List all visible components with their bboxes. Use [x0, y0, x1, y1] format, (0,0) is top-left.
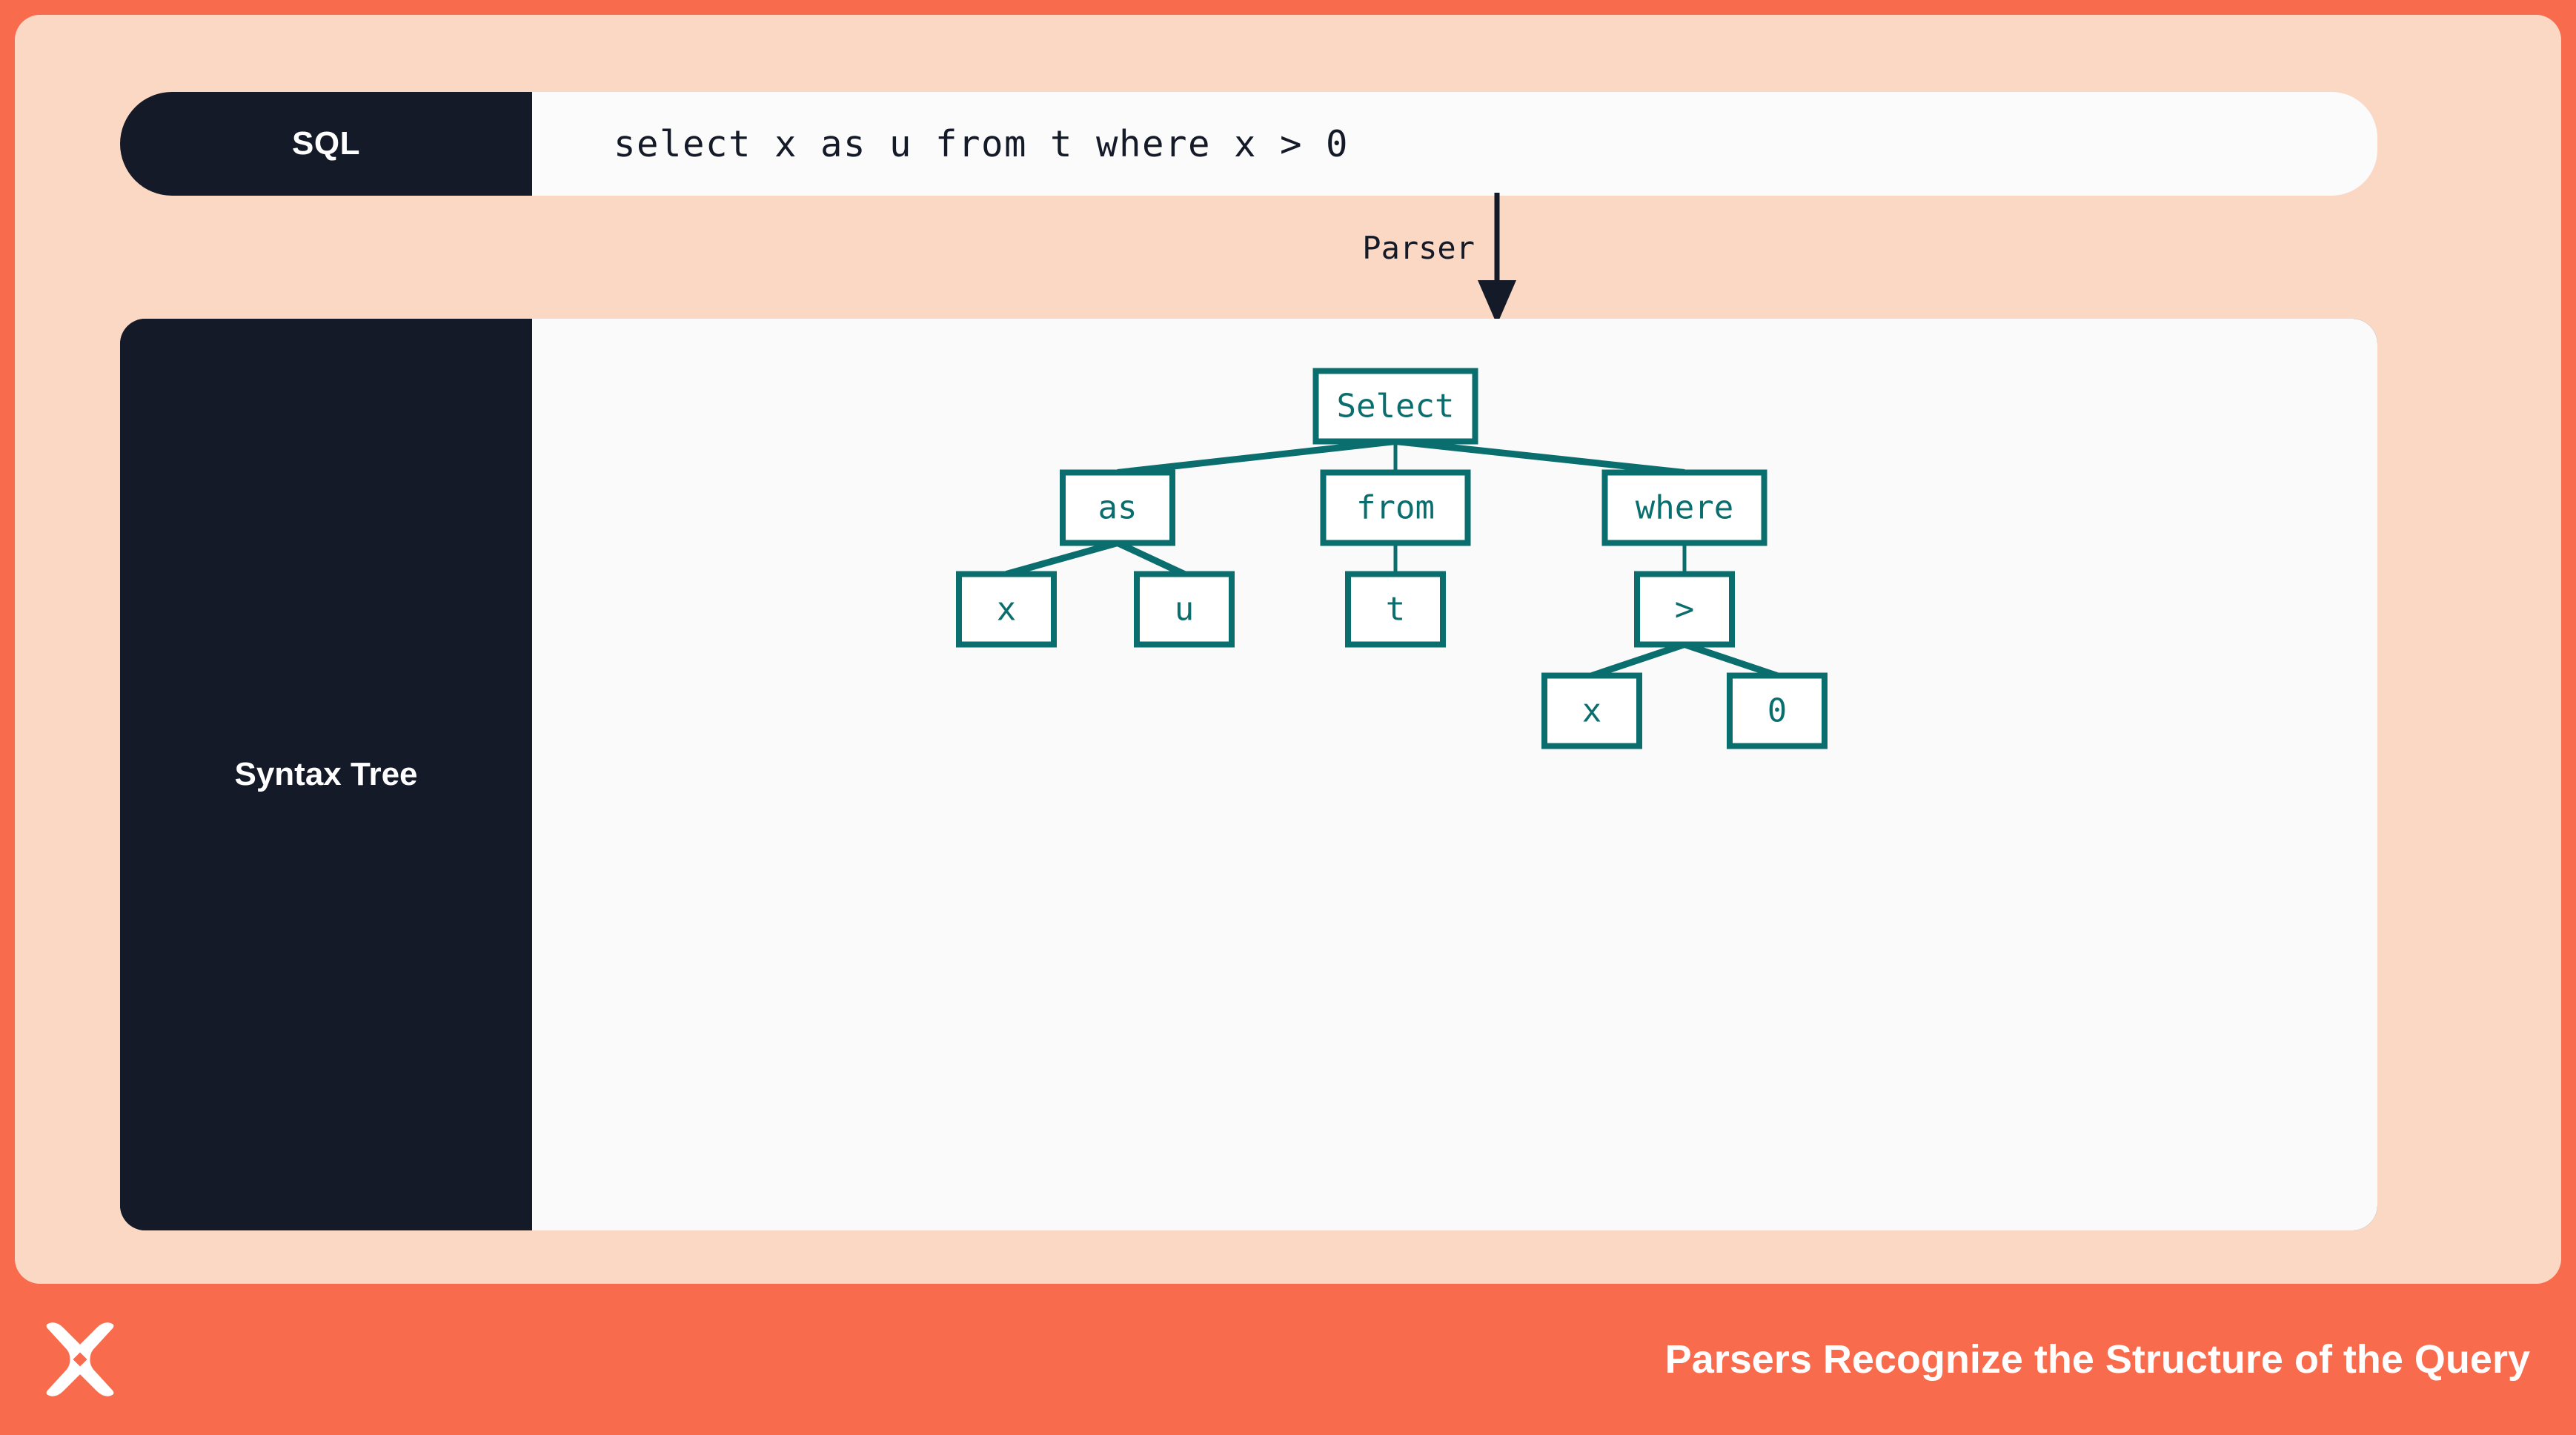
sql-row-label: SQL	[292, 125, 360, 162]
tree-node-x1[interactable]: x	[956, 571, 1057, 648]
tree-node-box	[1312, 368, 1478, 445]
tree-node-as[interactable]: as	[1060, 469, 1175, 546]
x-butterfly-logo-icon	[46, 1322, 114, 1396]
tree-node-box	[1634, 571, 1735, 648]
tree-node-label: >	[1675, 591, 1695, 629]
tree-edge	[1590, 641, 1686, 679]
tree-node-label: t	[1386, 591, 1406, 629]
tree-edge	[1005, 540, 1119, 577]
tree-edge	[1116, 540, 1186, 577]
tree-node-zero[interactable]: 0	[1727, 672, 1828, 749]
tree-node-box	[1060, 469, 1175, 546]
parser-arrow-group: Parser	[1275, 193, 1719, 326]
tree-node-box	[956, 571, 1057, 648]
syntax-tree-panel: Syntax Tree Select as from where x u t > x 0	[120, 319, 2377, 1230]
tree-node-label: Select	[1337, 388, 1455, 425]
tree-node-select[interactable]: Select	[1312, 368, 1478, 445]
syntax-tree-canvas: Select as from where x u t > x 0	[532, 319, 2377, 1230]
tree-node-label: 0	[1767, 692, 1787, 730]
sql-query-text[interactable]: select x as u from t where x > 0	[532, 92, 2377, 196]
tree-node-from[interactable]: from	[1320, 469, 1471, 546]
footer-bar: Parsers Recognize the Structure of the Q…	[0, 1284, 2576, 1435]
tree-node-box	[1541, 672, 1642, 749]
tree-node-box	[1134, 571, 1235, 648]
parser-arrow-label: Parser	[1362, 230, 1475, 266]
tree-node-label: u	[1175, 591, 1195, 629]
tree-edge	[1683, 641, 1779, 679]
tree-node-u[interactable]: u	[1134, 571, 1235, 648]
tree-node-t[interactable]: t	[1345, 571, 1446, 648]
tree-node-box	[1727, 672, 1828, 749]
tree-node-x2[interactable]: x	[1541, 672, 1642, 749]
tree-node-label: where	[1636, 489, 1733, 527]
syntax-tree-label: Syntax Tree	[120, 319, 532, 1230]
sql-input-row: SQL select x as u from t where x > 0	[120, 92, 2377, 196]
syntax-tree-graph: Select as from where x u t > x 0	[956, 368, 1828, 749]
footer-caption: Parsers Recognize the Structure of the Q…	[1664, 1337, 2530, 1382]
tree-node-box	[1320, 469, 1471, 546]
down-arrow-icon	[1478, 193, 1516, 325]
tree-node-gt[interactable]: >	[1634, 571, 1735, 648]
tree-node-label: x	[997, 591, 1017, 629]
tree-edge	[1395, 438, 1685, 476]
tree-node-layer: Select as from where x u t > x 0	[956, 368, 1828, 749]
tree-edge-layer	[1005, 438, 1779, 679]
tree-node-box	[1601, 469, 1767, 546]
tree-node-where[interactable]: where	[1601, 469, 1767, 546]
main-card: SQL select x as u from t where x > 0 Par…	[15, 15, 2561, 1284]
tree-node-label: x	[1582, 692, 1602, 730]
tree-edge	[1117, 438, 1396, 476]
tree-node-label: as	[1098, 489, 1138, 527]
tree-node-label: from	[1356, 489, 1435, 527]
tree-node-box	[1345, 571, 1446, 648]
